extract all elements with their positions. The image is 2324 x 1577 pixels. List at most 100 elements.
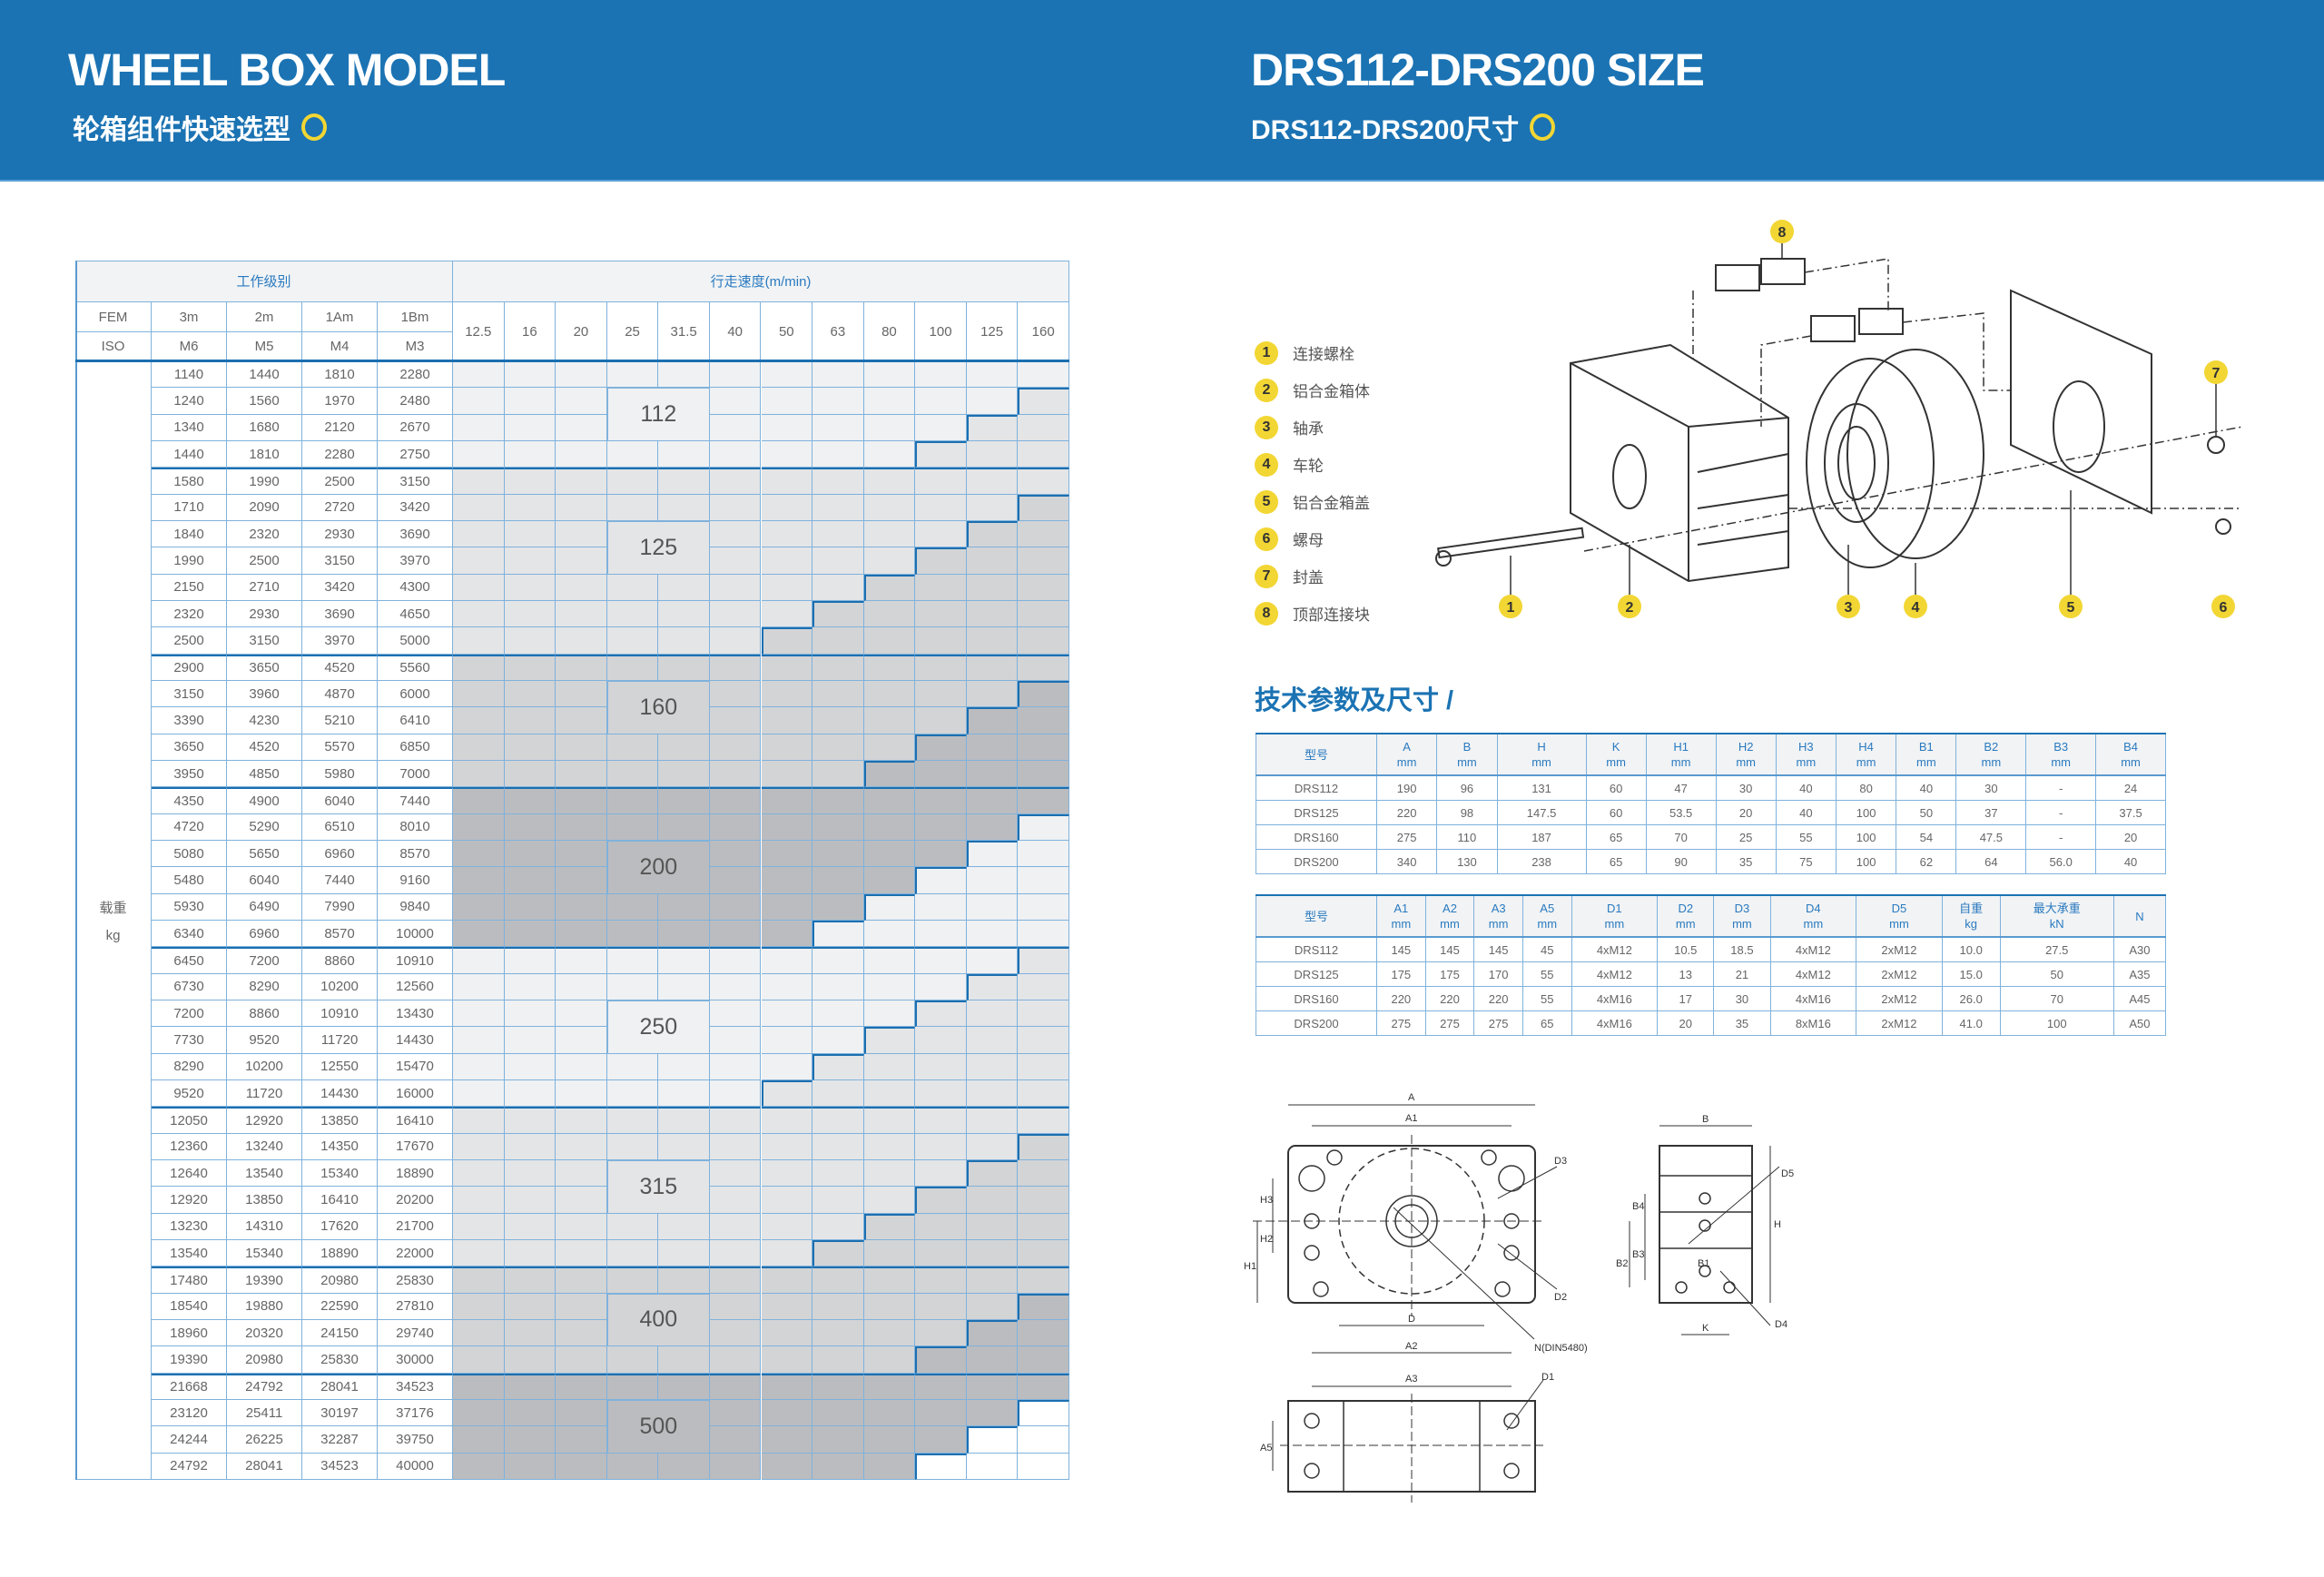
- dim-label-a5: A5: [1260, 1443, 1272, 1454]
- speed-cell: [709, 867, 762, 894]
- table-cell: 98: [1436, 800, 1498, 825]
- table-cell: DRS125: [1256, 800, 1377, 825]
- load-value: 8290: [152, 1053, 227, 1080]
- speed-cell: [1018, 761, 1069, 788]
- load-value: 2480: [378, 388, 453, 415]
- right-subtitle-text: DRS112-DRS200尺寸: [1251, 115, 1520, 145]
- speed-cell: [658, 973, 710, 1000]
- speed-cell: [709, 361, 762, 389]
- load-value: 13540: [227, 1160, 302, 1188]
- speed-cell: [761, 707, 813, 734]
- legend-label: 顶部连接块: [1293, 606, 1370, 624]
- speed-cell: [966, 1160, 1019, 1188]
- load-value: 14430: [302, 1080, 378, 1108]
- column-name: K: [1611, 740, 1620, 754]
- load-value: 6490: [227, 893, 302, 921]
- speed-cell: [453, 1080, 505, 1108]
- load-value: 6410: [378, 707, 453, 734]
- speed-cell: [966, 1320, 1019, 1347]
- load-value: 20320: [227, 1320, 302, 1347]
- speed-cell: [812, 813, 864, 841]
- speed-cell: [504, 1400, 556, 1427]
- speed-cell: [915, 893, 967, 921]
- speed-cell: [709, 813, 762, 841]
- speed-cell: [863, 574, 916, 601]
- speed-cell: [761, 1373, 813, 1400]
- speed-cell: [966, 1080, 1019, 1108]
- speed-cell: [1018, 1373, 1069, 1400]
- speed-cell: [812, 654, 864, 681]
- dim-label-k: K: [1702, 1323, 1709, 1334]
- speed-cell: [812, 388, 864, 415]
- dim-label-d5: D5: [1781, 1168, 1794, 1179]
- column-unit: mm: [1396, 755, 1417, 769]
- speed-cell: [658, 361, 710, 389]
- speed-cell: [453, 627, 505, 655]
- load-value: 24792: [152, 1453, 227, 1480]
- speed-cell: [556, 947, 607, 974]
- speed-cell: [761, 761, 813, 788]
- load-value: 7990: [302, 893, 378, 921]
- table-cell: 30: [1713, 986, 1771, 1011]
- legend-label: 车轮: [1293, 458, 1324, 475]
- speed-cell: [761, 361, 813, 389]
- speed-cell: [915, 1293, 967, 1320]
- speed-cell: [453, 867, 505, 894]
- speed-cell: [863, 1400, 916, 1427]
- speed-cell: [606, 468, 659, 495]
- speed-cell: [966, 547, 1019, 575]
- speed-cell: [966, 734, 1019, 761]
- front-view: [1253, 1104, 1558, 1354]
- speed-cell: [915, 1213, 967, 1240]
- table-cell: 2xM12: [1856, 1010, 1943, 1036]
- speed-cell: [966, 1107, 1019, 1134]
- speed-cell: [1018, 1053, 1069, 1080]
- table-cell: 220: [1376, 986, 1426, 1011]
- speed-cell: [761, 947, 813, 974]
- table-cell: 17: [1657, 986, 1715, 1011]
- column-name: A1: [1393, 902, 1409, 915]
- speed-cell: [863, 1027, 916, 1054]
- speed-cell: [1018, 601, 1069, 628]
- speed-cell: [812, 1053, 864, 1080]
- callout-badge: [1499, 595, 1522, 618]
- load-value: 10910: [302, 1000, 378, 1028]
- column-unit: mm: [1675, 917, 1696, 931]
- load-value: 6960: [302, 841, 378, 868]
- speed-cell: [709, 1027, 762, 1054]
- load-value: 22590: [302, 1293, 378, 1320]
- speed-cell: [504, 521, 556, 548]
- load-value: 6040: [227, 867, 302, 894]
- callout-badge: [2204, 360, 2228, 384]
- table-cell: 220: [1473, 986, 1523, 1011]
- table-cell: 70: [1999, 986, 2114, 1011]
- speed-cell: [453, 1320, 505, 1347]
- speed-cell: [863, 1000, 916, 1028]
- column-name: B: [1462, 740, 1472, 754]
- speed-cell: [761, 1320, 813, 1347]
- speed-cell: [1018, 1000, 1069, 1028]
- speed-cell: [504, 761, 556, 788]
- speed-cell: [1018, 494, 1069, 521]
- table-cell: 187: [1496, 824, 1587, 850]
- table-cell: 40: [1896, 774, 1957, 801]
- load-value: 8570: [378, 841, 453, 868]
- load-value: 1240: [152, 388, 227, 415]
- load-value: 13850: [227, 1187, 302, 1214]
- speed-header: 63: [812, 302, 864, 361]
- table-cell: 40: [1775, 800, 1837, 825]
- speed-cell: [453, 1107, 505, 1134]
- speed-cell: [812, 1373, 864, 1400]
- load-value: 3650: [152, 734, 227, 761]
- speed-cell: [915, 973, 967, 1000]
- column-unit: mm: [1889, 917, 1909, 931]
- dim-label-d2: D2: [1554, 1292, 1567, 1303]
- speed-cell: [453, 707, 505, 734]
